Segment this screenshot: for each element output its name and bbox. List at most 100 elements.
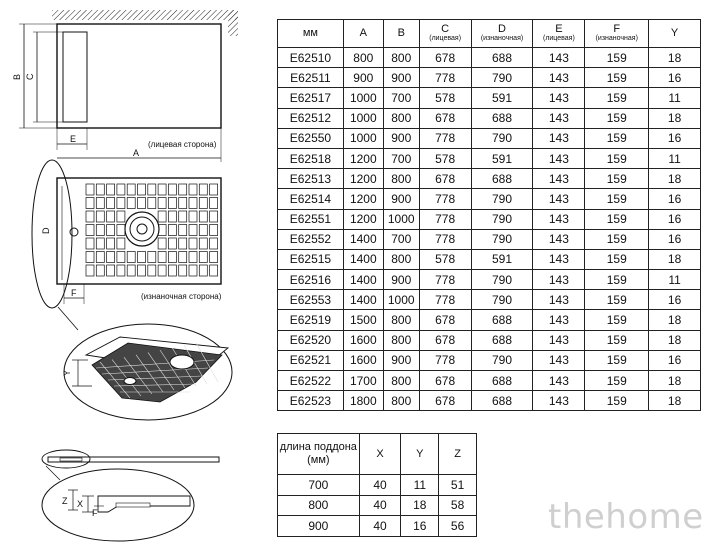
grid-cell: [95, 197, 105, 209]
table-cell: 11: [400, 474, 440, 496]
grid-cell: [147, 251, 157, 263]
grid-cell: [137, 197, 146, 209]
table-cell: E62510: [277, 46, 344, 69]
grid-cell: [188, 210, 198, 223]
table-cell: 159: [584, 147, 650, 170]
table-cell: 143: [532, 147, 586, 170]
iso-grid-lines: [95, 342, 219, 399]
bottom-view-drawing: D F (изнаночная сторона): [31, 159, 222, 331]
table-cell: 778: [418, 188, 472, 210]
table-cell: 900: [382, 188, 420, 210]
grid-cell: [209, 197, 218, 209]
grid-cell: [209, 264, 218, 277]
grid-cell: [178, 251, 188, 263]
table-cell: 591: [470, 248, 534, 271]
table-cell: 688: [470, 107, 534, 129]
dim-f-label: F: [71, 288, 77, 298]
dim-b-label: B: [12, 74, 22, 80]
table-cell: 11: [648, 269, 701, 291]
grid-cell: [95, 224, 105, 236]
table-cell: 790: [470, 188, 534, 210]
table-cell: 143: [532, 228, 586, 250]
table-cell: 16: [648, 127, 701, 149]
table-cell: 1700: [342, 369, 384, 392]
table-cell: 40: [358, 494, 402, 516]
table-cell: 900: [382, 67, 420, 89]
grid-cell: [95, 251, 105, 263]
table-cell: 578: [418, 87, 472, 109]
table-cell: E62514: [277, 188, 344, 210]
table-cell: 790: [470, 289, 534, 311]
grid-cell: [168, 183, 177, 196]
grid-cell: [198, 224, 208, 236]
column-header: длина поддона (мм): [277, 433, 360, 475]
table-cell: 159: [584, 168, 650, 190]
grid-cell: [126, 251, 136, 263]
table-cell: 18: [648, 329, 701, 351]
table-cell: 159: [584, 309, 650, 331]
table-cell: 800: [382, 309, 420, 331]
table-cell: 40: [358, 474, 402, 496]
column-header-sub: (лицевая): [542, 35, 575, 42]
table-cell: 143: [532, 269, 586, 291]
side-drain: [59, 457, 83, 462]
table-cell: 688: [470, 329, 534, 351]
table-cell: 159: [584, 329, 650, 351]
grid-cell: [116, 251, 126, 263]
grid-cell: [198, 183, 208, 196]
grid-cell: [188, 183, 198, 196]
grid-cell: [106, 264, 115, 277]
table-cell: 1200: [342, 208, 384, 230]
wall-hatch-top: [52, 10, 238, 20]
grid-cell: [85, 264, 95, 277]
grid-cell: [116, 183, 126, 196]
table-cell: 800: [382, 107, 420, 129]
table-cell: 778: [418, 208, 472, 230]
grid-cell: [95, 210, 105, 223]
grid-cell: [85, 237, 95, 250]
table-cell: 18: [648, 248, 701, 271]
table-cell: 143: [532, 67, 586, 89]
table-cell: E62517: [277, 87, 344, 109]
grid-cell: [188, 224, 198, 236]
table-cell: 143: [532, 369, 586, 392]
table-cell: 159: [584, 127, 650, 149]
top-view-caption: (лицевая сторона): [148, 140, 217, 149]
table-cell: E62511: [277, 67, 344, 89]
table-cell: 900: [382, 127, 420, 149]
grid-cell: [137, 251, 146, 263]
iso-grid-line: [101, 367, 209, 375]
grid-cell: [106, 251, 115, 263]
table-cell: 1600: [342, 329, 384, 351]
table-cell: 900: [382, 349, 420, 372]
table-cell: 18: [648, 309, 701, 331]
grid-cell: [157, 210, 167, 223]
table-cell: 159: [584, 289, 650, 311]
table-cell: 18: [400, 494, 440, 516]
table-cell: 678: [418, 329, 472, 351]
table-cell: 778: [418, 127, 472, 149]
table-cell: 16: [648, 208, 701, 230]
grid-cell: [178, 237, 188, 250]
table-cell: 18: [648, 390, 701, 412]
table-cell: 18: [648, 107, 701, 129]
table-cell: 1000: [342, 87, 384, 109]
grid-cell: [198, 210, 208, 223]
table-cell: 790: [470, 208, 534, 230]
column-header-label: F: [613, 23, 621, 35]
grid-cell: [116, 224, 126, 236]
grid-cell: [95, 264, 105, 277]
technical-drawings: B C E A (лицевая сторона) D F (изнаночна…: [12, 10, 238, 542]
table-cell: 159: [584, 248, 650, 271]
table-cell: 159: [584, 208, 650, 230]
iso-grid-line: [147, 352, 175, 391]
watermark-logo: thehome: [548, 497, 704, 537]
